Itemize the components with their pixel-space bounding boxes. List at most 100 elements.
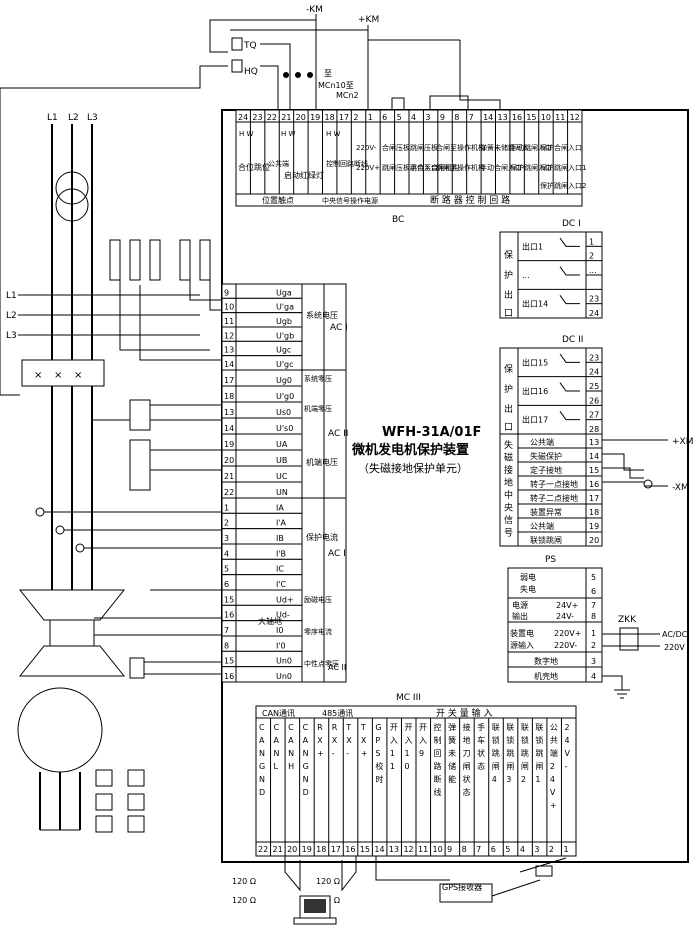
mc3-column-char: 锁: [506, 735, 514, 745]
top-terminal-number: 21: [281, 113, 291, 122]
mc3-column-char: 储: [448, 761, 456, 771]
signal-terminal-number: 17: [589, 494, 599, 503]
can-group-label: CAN通讯: [262, 708, 295, 718]
mc3-column-char: N: [259, 775, 265, 784]
top-terminal-number: 9: [440, 113, 445, 122]
ac-signal-label: Ud+: [276, 595, 294, 604]
pt-coil-icon: [149, 239, 161, 281]
ac-terminal-number: 14: [224, 360, 234, 369]
dc-output-label: ...: [522, 271, 530, 280]
ac-terminal-number: 16: [224, 672, 234, 681]
mc3-column-char: 闸: [463, 762, 471, 771]
signal-terminal-number: 15: [589, 466, 599, 475]
breaker-icon: [21, 359, 105, 387]
ac-signal-label: Ud-: [276, 611, 290, 620]
mc3-column-char: C: [274, 723, 280, 732]
signal-side-char: 央: [504, 502, 513, 514]
mc3-column-char: A: [259, 736, 265, 745]
signal-terminal-number: 19: [589, 522, 599, 531]
svg-text:3: 3: [591, 657, 596, 666]
ps-24p: 24V+: [556, 601, 578, 610]
mc3-column-char: 0: [404, 762, 409, 771]
mc3-column-char: 联: [492, 723, 500, 732]
signal-label: 定子接地: [530, 465, 562, 475]
relay-contact-icon: [559, 353, 580, 363]
mc3-column-char: A: [303, 736, 309, 745]
mc3-terminal-number: 17: [331, 845, 341, 854]
protect-close-label: 保护合闸入口: [540, 143, 582, 152]
rs485-group-label: 485通讯: [322, 708, 353, 718]
ct-coil-icon: [127, 815, 145, 833]
pt-coil-icon: [129, 657, 145, 679]
mc3-column-char: N: [303, 749, 309, 758]
zero-seq-gen-label: 机端零压: [304, 404, 332, 413]
mc3-column-char: 4: [564, 736, 569, 745]
trip-mech-label: 跳闸至操作机构: [436, 163, 485, 172]
mc3-terminal-number: 16: [345, 845, 355, 854]
ac-current-section-label: AC I: [328, 549, 346, 559]
mc3-column-char: 开: [390, 723, 398, 732]
mc3-column-char: 能: [448, 774, 456, 784]
v220-minus-label: 220V-: [356, 144, 377, 152]
zero-seq-current-label: 零序电流: [304, 627, 332, 636]
ps-block: PS 弱电 失电 电源 输出 装置电 源输入 24V+ 24V- 220V+ 2…: [507, 555, 688, 699]
mc3-terminal-number: 19: [302, 845, 312, 854]
mc3-terminal-number: 20: [287, 845, 297, 854]
mc3-terminal-number: 21: [273, 845, 283, 854]
ps-input-label: 装置电: [510, 628, 534, 638]
res-label: 120 Ω: [232, 877, 256, 886]
trip-coil-label: 跳位至合闸机构: [410, 163, 459, 172]
ops-power-label: 操作电源: [350, 196, 378, 205]
ps-title: PS: [545, 555, 556, 565]
mcn-label: MCn10至: [318, 81, 354, 90]
dc-terminal-number: 2: [589, 252, 594, 261]
side-phase-label: L2: [6, 311, 17, 321]
ac-signal-label: I'B: [276, 549, 286, 558]
ac-terminal-number: 10: [224, 303, 234, 312]
ac-terminal-number: 17: [224, 376, 234, 385]
top-terminal-number: 23: [252, 113, 262, 122]
ac-terminal-number: 13: [224, 408, 234, 417]
pt-coil-icon: [129, 239, 141, 281]
signal-label: 装置异常: [530, 507, 562, 517]
breaker-ctrl-label: 断 路 器 控 制 回 路: [430, 194, 510, 206]
mc3-column-char: 手: [477, 722, 485, 732]
minus-km-label: -KM: [306, 5, 323, 15]
svg-text:×: ×: [54, 370, 62, 381]
dc1-side-label: 保: [504, 249, 513, 261]
top-terminal-number: 19: [310, 113, 320, 122]
ac-signal-label: I'0: [276, 641, 286, 650]
mc3-terminal-number: 13: [389, 845, 399, 854]
relay-icon: [643, 479, 653, 489]
svg-text:6: 6: [591, 587, 596, 596]
mc3-column-char: X: [317, 736, 323, 745]
system-voltage-label: 系统电压: [306, 310, 338, 320]
signal-label: 转子一点接地: [530, 479, 578, 489]
protect-trip2-label: 保护跳闸入口2: [540, 181, 586, 190]
ct-coil-icon: [127, 793, 145, 811]
top-terminal-number: 7: [469, 113, 474, 122]
svg-text:口: 口: [504, 309, 513, 319]
protect-current-label: 保护电流: [306, 532, 338, 542]
ct-icon: [35, 507, 45, 517]
mc3-column-char: 刀: [463, 749, 471, 758]
mc3-column-char: +: [550, 801, 557, 810]
mc3-terminal-number: 8: [462, 845, 467, 854]
top-terminal-number: 17: [339, 113, 349, 122]
signal-label: 失磁保护: [530, 451, 562, 461]
top-terminal-number: 11: [555, 113, 565, 122]
signal-label: 联锁跳闸: [530, 535, 562, 545]
mc3-column-char: -: [346, 749, 349, 758]
pt-coil-icon: [109, 239, 121, 281]
ct-coil-icon: [95, 815, 113, 833]
mc3-column-char: D: [303, 788, 309, 797]
close-pos-label: 合位: [238, 162, 254, 172]
comm-wiring: 120 Ω 120 Ω 120 Ω 120 Ω GPS接收器: [232, 856, 567, 925]
trip-board-label: 跳闸压板: [410, 143, 438, 152]
signal-label: 公共端: [530, 437, 554, 447]
mc3-column-char: 未: [448, 748, 456, 758]
mc3-column-char: 1: [390, 749, 395, 758]
mc3-terminal-number: 9: [447, 845, 452, 854]
